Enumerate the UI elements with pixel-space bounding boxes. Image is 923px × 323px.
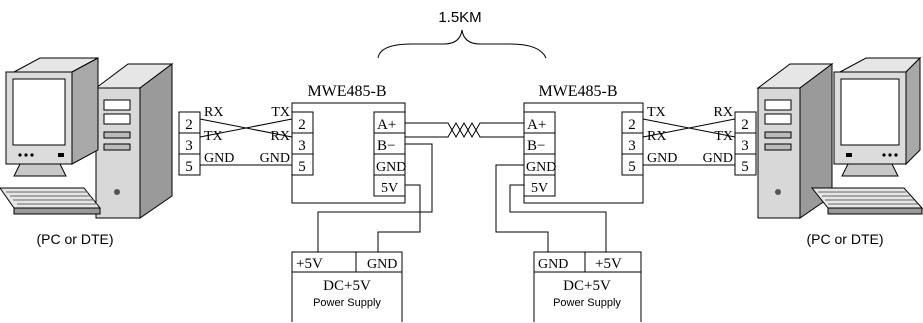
- right-db9-connector: [734, 111, 757, 176]
- left-converter-rs485-terminal: [373, 111, 406, 197]
- right-converter-rs485-pin: 5V: [531, 181, 548, 196]
- right-converter-model: MWE485-B: [538, 83, 617, 100]
- left-power-terminal: GND: [367, 257, 397, 272]
- left-db9-connector: [178, 111, 201, 176]
- right-converter-rs232-pin: 3: [628, 138, 636, 154]
- left-converter-rs485-pin: A+: [377, 117, 396, 133]
- right-serial-wires: [642, 118, 736, 166]
- right-db9-pin: 5: [741, 159, 749, 175]
- left-power-wires: [317, 143, 433, 252]
- right-converter-signal: RX: [647, 129, 666, 144]
- left-converter-rs485-pin: B−: [377, 138, 395, 154]
- left-converter-rs485-pin: GND: [376, 160, 406, 175]
- distance-brace: [377, 29, 547, 59]
- left-converter-model: MWE485-B: [307, 83, 386, 100]
- left-db9-pin: 5: [185, 159, 193, 175]
- right-converter-rs485-pin: B−: [527, 138, 545, 154]
- left-db9-pin: 3: [185, 138, 193, 154]
- right-converter-rs232-pin: 5: [628, 159, 636, 175]
- left-power-title: DC+5V: [323, 278, 371, 294]
- left-pc-signal: RX: [204, 105, 223, 120]
- left-power-subtitle: Power Supply: [313, 297, 381, 309]
- right-converter-rs485-terminal: [523, 111, 556, 197]
- right-pc-signal: TX: [714, 129, 733, 144]
- left-pc-signal: TX: [204, 129, 223, 144]
- left-converter-signal: TX: [271, 105, 290, 120]
- left-pc-signal: GND: [204, 151, 234, 166]
- right-power-terminal: +5V: [595, 256, 622, 272]
- left-converter-signal: RX: [271, 129, 290, 144]
- left-db9-pin: 2: [185, 117, 193, 133]
- rs485-twisted-pair: [405, 121, 524, 139]
- left-power-terminal: +5V: [296, 256, 323, 272]
- right-pc-signal: RX: [714, 105, 733, 120]
- right-power-terminal: GND: [538, 257, 568, 272]
- right-power-subtitle: Power Supply: [553, 297, 621, 309]
- right-converter-signal: TX: [647, 105, 666, 120]
- right-db9-pin: 2: [741, 117, 749, 133]
- right-pc-label: (PC or DTE): [807, 231, 884, 247]
- left-pc-label: (PC or DTE): [37, 231, 114, 247]
- left-converter-rs232-pin: 3: [298, 138, 306, 154]
- right-converter-rs485-pin: GND: [526, 160, 556, 175]
- left-serial-wires: [199, 118, 293, 166]
- right-power-supply: [533, 251, 642, 322]
- right-converter-rs232-pin: 2: [628, 117, 636, 133]
- left-converter-rs232-terminal: [291, 111, 314, 176]
- left-converter-body: [291, 102, 406, 204]
- right-power-wires: [495, 164, 607, 252]
- right-pc-icon: [756, 56, 923, 219]
- right-pc-signal: GND: [703, 151, 733, 166]
- left-power-supply: [291, 251, 403, 322]
- right-power-title: DC+5V: [563, 278, 611, 294]
- right-converter-rs485-pin: A+: [527, 117, 546, 133]
- right-converter-body: [523, 102, 644, 204]
- left-converter-rs485-pin: 5V: [381, 181, 398, 196]
- distance-label: 1.5KM: [438, 9, 481, 26]
- right-converter-signal: GND: [647, 151, 677, 166]
- left-pc-icon: [0, 57, 174, 219]
- left-converter-rs232-pin: 5: [298, 159, 306, 175]
- left-converter-signal: GND: [260, 151, 290, 166]
- right-converter-rs232-terminal: [621, 111, 644, 176]
- right-db9-pin: 3: [741, 138, 749, 154]
- left-converter-rs232-pin: 2: [298, 117, 306, 133]
